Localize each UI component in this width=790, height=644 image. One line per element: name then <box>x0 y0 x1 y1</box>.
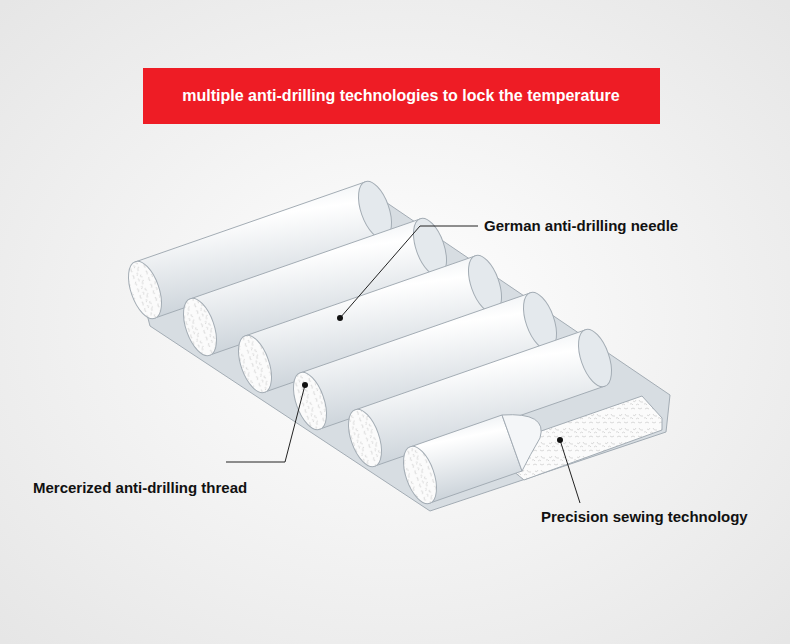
exposed-filling <box>498 396 662 480</box>
leader-dot <box>557 437 563 443</box>
title-text: multiple anti-drilling technologies to l… <box>182 87 619 105</box>
leader-dot <box>337 315 343 321</box>
callout-label: German anti-drilling needle <box>484 217 678 235</box>
leader-line <box>226 385 305 462</box>
callout-label: Precision sewing technology <box>541 508 748 526</box>
peeled-layer <box>502 415 541 471</box>
leader-line <box>340 226 478 318</box>
title-banner: multiple anti-drilling technologies to l… <box>143 68 660 124</box>
callout-label: Mercerized anti-drilling thread <box>33 479 247 497</box>
quilt-tube <box>397 415 541 508</box>
leader-line <box>560 440 580 503</box>
leader-dot <box>302 382 308 388</box>
